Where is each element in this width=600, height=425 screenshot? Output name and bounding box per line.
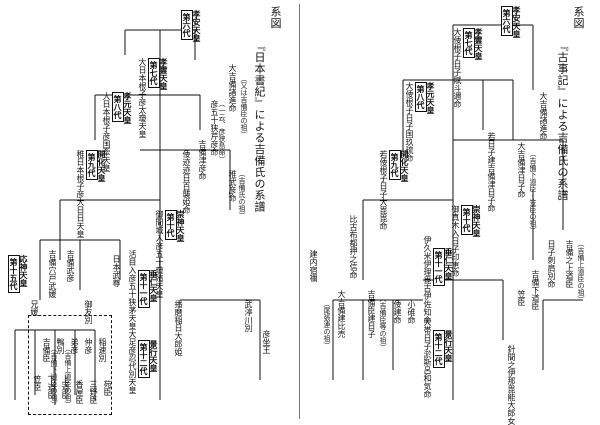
node-l-kaika-name: 稚日本根子彦大日日天皇 — [76, 150, 85, 238]
node-l-sujin: 崇神天皇 — [176, 210, 186, 242]
node-l-yamatotakeru: 日本武尊 — [112, 255, 121, 287]
node-l-9th: 第九代 — [86, 150, 98, 180]
note-l-4: （吉備下道臣の祖） — [50, 345, 58, 408]
node-l-otohiko: 弟彦 — [70, 338, 79, 354]
node-r-kaika-name: 若倭根子日子大毘毘命 — [379, 150, 388, 230]
node-l-kamowake: 鴨別 — [56, 338, 65, 354]
node-r-suinin: 垂仁天皇 — [444, 248, 454, 280]
node-r-6th: 第六代 — [501, 6, 513, 36]
node-l-nakahiko: 仲彦 — [84, 338, 93, 354]
node-l-takenunakawawake: 武渟川別 — [244, 300, 253, 332]
node-r-koan: 孝安天皇 — [512, 6, 522, 38]
left-lineage-lines — [14, 29, 261, 405]
node-r-suinin-name: 伊久米伊理毘古伊佐知命 — [423, 236, 432, 324]
node-r-10th: 第十代 — [461, 205, 473, 235]
node-r-korei-name: 大倭根子日子賦斗邇命 — [453, 28, 462, 108]
note-l-2: （吉備氏の祖） — [238, 170, 246, 219]
node-l-kogen-name: 大日本根子彦国牽天皇 — [102, 92, 111, 172]
right-lineage-lines — [332, 24, 583, 400]
node-r-kaika: 開化天皇 — [400, 150, 410, 182]
node-l-ojin: 応神天皇 — [19, 255, 29, 287]
node-r-9th: 第九代 — [389, 150, 401, 180]
node-l-kaika: 開化天皇 — [97, 150, 107, 182]
node-r-8th: 第八代 — [415, 82, 427, 112]
node-l-inabino-oiratsume: 播磨稲日大郎姫 — [174, 300, 183, 356]
node-r-hikosasukata: 日子刺肩別命 — [547, 240, 556, 288]
note-r-0: （吉備上道臣の祖） — [577, 240, 585, 303]
right-genealogy-panel: 系図 『古事記』による吉備氏の系譜 第六代 孝安天皇 大吉備諸進命 第七代 孝霊… — [303, 0, 600, 425]
node-l-keiko: 景行天皇 — [149, 340, 159, 372]
node-r-ookibitakehime: 大吉備建比売 — [337, 290, 346, 338]
node-l-anatotakehime: 吉備穴戸武媛 — [48, 250, 57, 298]
node-l-mitomowake: 御友別 — [84, 300, 93, 324]
left-genealogy-panel: 系図 『日本書紀』による吉備氏の系譜 第六代 孝安天皇 大吉備諸進命 稚武彦命 … — [0, 0, 297, 423]
node-r-kasa-omi: 笠臣 — [517, 290, 526, 306]
left-panel-title: 『日本書紀』による吉備氏の系譜 — [253, 40, 266, 213]
node-l-kibi-omi: 吉備臣 — [42, 338, 51, 362]
node-l-ehime: 兄媛 — [30, 300, 39, 316]
node-r-kogen-name: 大倭根子日子国玖琉命 — [405, 82, 414, 162]
node-l-koan: 孝安天皇 — [192, 10, 202, 42]
left-kicker: 系図 — [269, 6, 282, 29]
node-r-wakahikotake: 若日子建吉備津日子命 — [487, 132, 496, 212]
node-l-kaya-omi: 香屋臣 — [75, 380, 84, 404]
node-l-inahayawake: 稲速別 — [98, 338, 107, 362]
kibi-clan-group-box — [28, 315, 112, 415]
note-r-3: （尾張連の祖） — [323, 300, 331, 349]
node-l-kamitsumichi-omi: 上道臣 — [61, 375, 70, 399]
note-l-0: （又は吉備臣の祖） — [240, 75, 248, 138]
node-r-keiko: 景行天皇 — [444, 330, 454, 362]
node-r-11th: 第十一代 — [433, 248, 445, 286]
node-l-hikoimasu: 彦坐王 — [262, 330, 271, 354]
node-l-suinin: 垂仁天皇 — [149, 270, 159, 302]
node-l-7th: 第七代 — [148, 58, 160, 88]
node-l-6th: 第六代 — [181, 10, 193, 40]
node-r-kogen: 孝元天皇 — [426, 82, 436, 114]
node-l-kasa-omi: 笠臣 — [33, 375, 42, 391]
node-l-isaserihiko: 彦五十狭芹彦命 — [210, 100, 219, 156]
node-r-hikofutsu: 比古布都押之信命 — [349, 215, 358, 279]
node-l-kibitakehiko: 吉備武彦 — [66, 250, 75, 282]
node-r-7th: 第七代 — [463, 28, 475, 58]
node-l-shimotsumichi-omi: 下道臣 — [47, 375, 56, 399]
node-r-yamatotakeru: 倭建命 — [393, 300, 402, 324]
node-l-suinin-name: 活目入彦五十狭茅天皇 — [128, 250, 137, 330]
node-l-mino-omi: 三野臣 — [89, 380, 98, 404]
node-l-15th: 第十五代 — [8, 255, 20, 293]
node-r-12th: 第十二代 — [433, 330, 445, 368]
node-r-inabi-oiratsume: 針間之伊那毘能大郎女 — [507, 345, 516, 425]
node-r-ousu: 小碓命 — [407, 300, 416, 324]
node-r-ookibi: 大吉備諸進命 — [539, 92, 548, 140]
note-r-2: （吉備臣等の祖） — [379, 295, 387, 351]
node-l-8th: 第八代 — [112, 92, 124, 122]
node-r-takeuchi: 建内宿禰 — [309, 250, 318, 282]
panel-divider — [299, 4, 300, 419]
node-r-shimotsumichi-omi: 吉備下道臣 — [531, 270, 540, 310]
node-l-sujin-name: 御間城入彦五十瓊殖天皇 — [155, 210, 164, 298]
node-r-keiko-name: 大帯日子淤斯呂和気命 — [423, 318, 432, 398]
node-l-11th: 第十一代 — [138, 270, 150, 308]
right-panel-title: 『古事記』による吉備氏の系譜 — [556, 40, 569, 201]
node-r-ookibitsuhiko: 大吉備津日子命 — [517, 142, 526, 198]
node-l-kogen: 孝元天皇 — [123, 92, 133, 124]
node-r-kamitsumichi-omi: 吉備之上道臣 — [565, 240, 574, 288]
node-l-10th: 第十代 — [165, 210, 177, 240]
node-l-keiko-name: 大足彦忍代別天皇 — [128, 330, 137, 394]
node-l-korei: 孝霊天皇 — [159, 58, 169, 90]
node-r-sujin-name: 御真木入日子印恵命 — [451, 205, 460, 277]
node-l-kibitsuhiko: 吉備津彦命 — [198, 140, 207, 180]
note-r-1: （吉備下道臣・笠臣の祖） — [529, 150, 537, 234]
node-l-12th: 第十二代 — [138, 340, 150, 378]
note-l-3: （吉備上道臣の祖） — [64, 345, 72, 408]
node-r-kibi-omi-takehiko: 吉備臣建日子 — [367, 290, 376, 338]
node-l-wakatakehiko: 稚武彦命 — [228, 170, 237, 202]
node-l-ookibi: 大吉備諸進命 — [228, 64, 237, 112]
note-l-1: （一云、彦狭島命） — [218, 100, 226, 163]
node-r-sujin: 崇神天皇 — [472, 205, 482, 237]
node-l-sono-omi: 苑臣 — [103, 380, 112, 396]
node-l-momoso: 倭迹迹日百襲姫命 — [182, 150, 191, 214]
node-r-korei: 孝霊天皇 — [474, 28, 484, 60]
right-kicker: 系図 — [572, 6, 585, 29]
node-l-korei-name: 大日本根子彦太瓊天皇 — [138, 58, 147, 138]
